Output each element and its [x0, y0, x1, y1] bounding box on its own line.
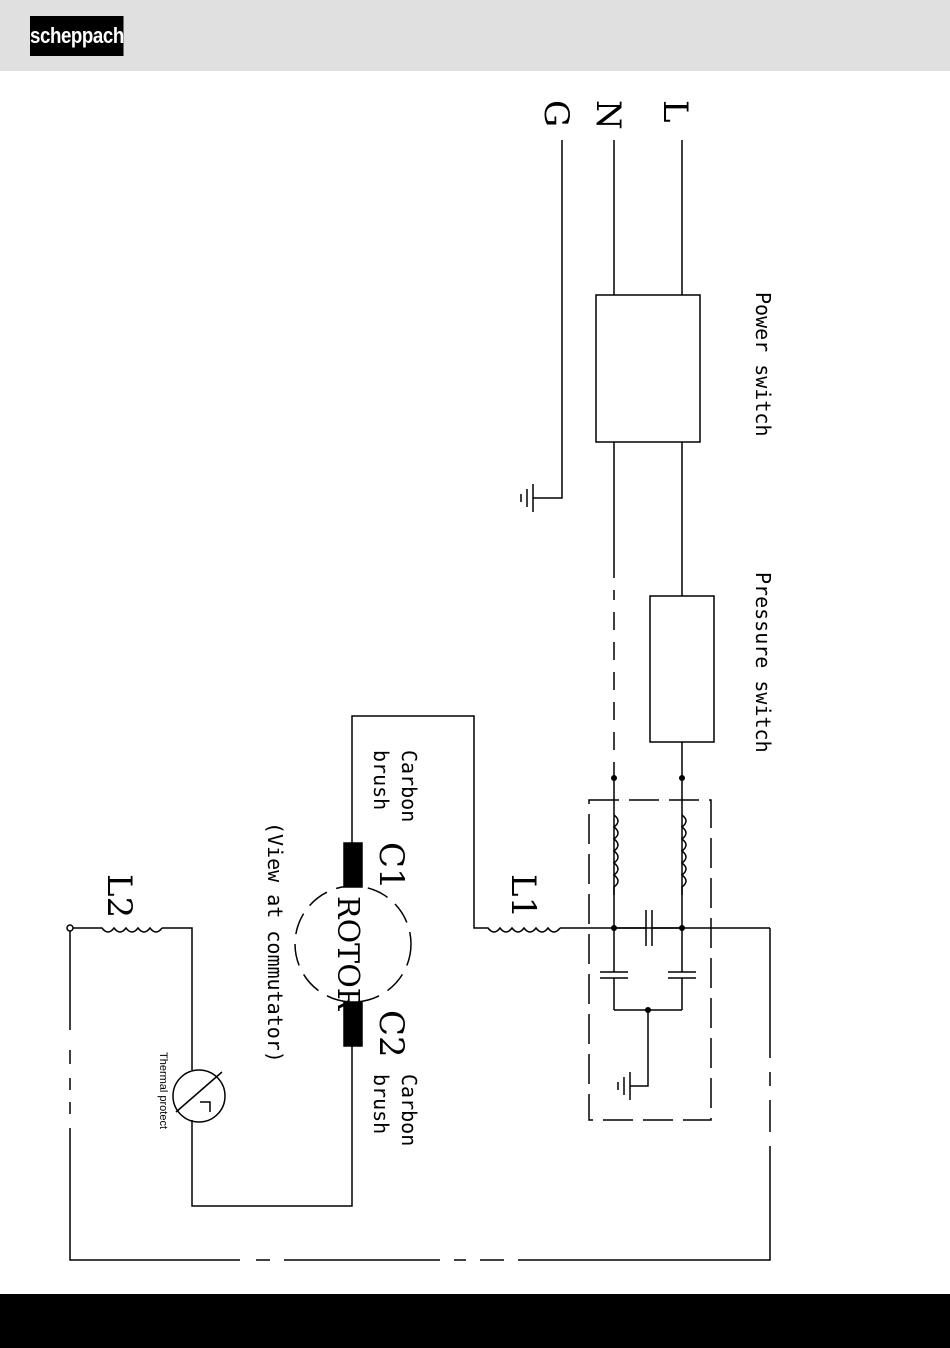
carbon-label-c2: Carbon [397, 1074, 421, 1146]
brush-label-c2: brush [369, 1074, 393, 1134]
junction-dots [67, 775, 685, 1013]
terminal-l: L [655, 100, 695, 123]
pressure-switch-box [650, 596, 714, 742]
thermal-protect-label: Thermal protect [157, 1052, 169, 1129]
l2-coil [70, 928, 162, 932]
carbon-label-c1: Carbon [397, 750, 421, 822]
earth-symbol-filter [618, 1072, 630, 1100]
power-switch-box [596, 295, 700, 442]
terminal-n: N [588, 100, 628, 130]
wire-g [533, 140, 562, 498]
carbon-brush-c1 [344, 843, 362, 887]
page-footer [0, 1294, 950, 1348]
power-switch-label: Power switch [751, 292, 775, 437]
l1-label: L1 [503, 874, 543, 918]
thermal-protect-symbol [173, 1070, 225, 1122]
earth-symbol-top [521, 484, 533, 512]
c1-label: C1 [371, 842, 411, 890]
terminal-g: G [536, 100, 576, 127]
rotor-label: ROTOR [330, 896, 365, 1012]
terminal-labels: L N G [536, 100, 695, 130]
filter-box [589, 800, 711, 1120]
view-note-label: (View at commutator) [263, 822, 287, 1063]
c2-label: C2 [371, 1010, 411, 1058]
brush-label-c1: brush [369, 750, 393, 810]
pressure-switch-label: Pressure switch [751, 572, 775, 753]
l2-label: L2 [99, 874, 139, 918]
